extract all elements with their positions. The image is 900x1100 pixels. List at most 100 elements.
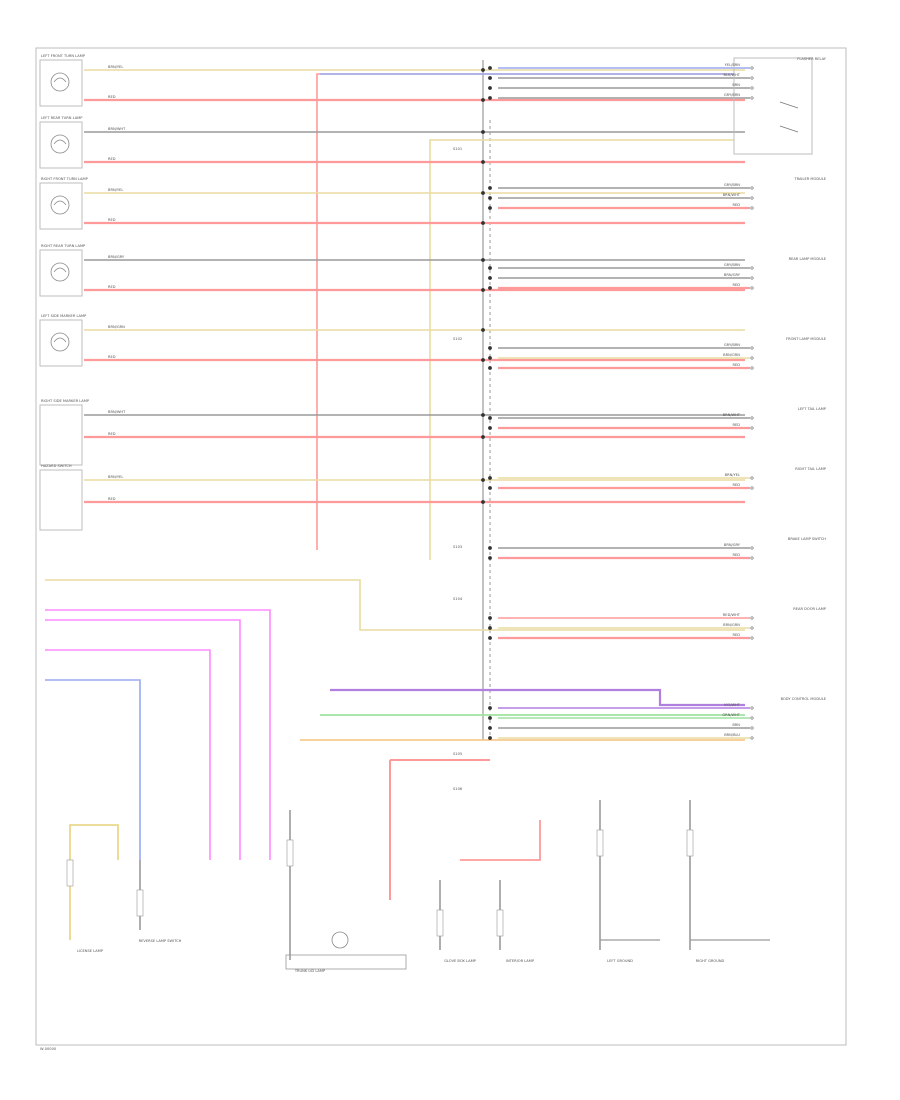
right-right-tail-lamp-pin-2 bbox=[750, 486, 754, 490]
left-left-side-marker-lamp-wire-2-code: RED bbox=[108, 355, 116, 359]
right-body-control-module-wire-2-code: GRN/WHT bbox=[722, 713, 740, 717]
right-rear-lamp-module-pin-1 bbox=[750, 266, 754, 270]
right-brake-lamp-switch-wire-1-code: BRN/GRY bbox=[724, 543, 741, 547]
right-rear-door-lamp-pin-1 bbox=[750, 616, 754, 620]
right-rear-door-lamp-label: REAR DOOR LAMP bbox=[793, 607, 827, 611]
left-left-rear-turn-lamp-wire-2-code: RED bbox=[108, 157, 116, 161]
right-front-lamp-module-wire-3-code: RED bbox=[732, 363, 740, 367]
splice-s106-label: S106 bbox=[453, 787, 463, 791]
left-left-rear-turn-lamp-wire-1-code: BRN/WHT bbox=[108, 127, 126, 131]
trunk-lid-lamp-housing bbox=[285, 954, 407, 970]
right-flasher-relay-splice-3 bbox=[488, 86, 492, 90]
right-rear-lamp-module-wire-1-code: GRY/BRN bbox=[724, 263, 740, 267]
bottom-interior-lamp-connector bbox=[496, 909, 504, 937]
left-right-side-marker-lamp-box bbox=[39, 404, 83, 466]
right-rear-lamp-module-splice-1 bbox=[488, 266, 492, 270]
right-trailer-module-wire-2-code: BRN/WHT bbox=[723, 193, 741, 197]
right-flasher-relay-wire-3-code: BRN bbox=[732, 83, 740, 87]
left-left-front-turn-lamp-lamp bbox=[50, 72, 70, 92]
bottom-reverse-lamp-switch-label: REVERSE LAMP SWITCH bbox=[139, 939, 182, 943]
left-right-side-marker-lamp-wire-2-code: RED bbox=[108, 432, 116, 436]
right-right-tail-lamp-pin-1 bbox=[750, 476, 754, 480]
right-body-control-module-wire-4-code: BRN/BLU bbox=[724, 733, 740, 737]
right-rear-door-lamp-splice-2 bbox=[488, 626, 492, 630]
right-left-tail-lamp-pin-1 bbox=[750, 416, 754, 420]
right-trailer-module-splice-3 bbox=[488, 206, 492, 210]
right-body-control-module-wire-1-code: VIO/WHT bbox=[724, 703, 741, 707]
left-left-rear-turn-lamp-lamp bbox=[50, 134, 70, 154]
bottom-license-lamp-connector bbox=[66, 859, 74, 887]
left-right-front-turn-lamp-filament bbox=[53, 200, 67, 206]
left-left-rear-turn-lamp-splice-2 bbox=[481, 160, 485, 164]
right-front-lamp-module-wire-1-code: GRY/BRN bbox=[724, 343, 740, 347]
right-brake-lamp-switch-splice-1 bbox=[488, 546, 492, 550]
right-right-tail-lamp-label: RIGHT TAIL LAMP bbox=[795, 467, 827, 471]
right-front-lamp-module-splice-2 bbox=[488, 356, 492, 360]
left-right-side-marker-lamp-splice-1 bbox=[481, 413, 485, 417]
left-right-rear-turn-lamp-label: RIGHT REAR TURN LAMP bbox=[41, 244, 86, 248]
left-left-rear-turn-lamp-splice-1 bbox=[481, 130, 485, 134]
left-left-side-marker-lamp-splice-2 bbox=[481, 358, 485, 362]
right-left-tail-lamp-wire-2-code: RED bbox=[732, 423, 740, 427]
right-flasher-relay-wire-1-code: YEL/BRN bbox=[725, 63, 741, 67]
left-right-side-marker-lamp-wire-1-code: BRN/WHT bbox=[108, 410, 126, 414]
left-left-side-marker-lamp-label: LEFT SIDE MARKER LAMP bbox=[41, 314, 87, 318]
left-right-rear-turn-lamp-splice-1 bbox=[481, 258, 485, 262]
right-right-tail-lamp-wire-1-code: BRN/YEL bbox=[725, 473, 740, 477]
left-hazard-switch-splice-1 bbox=[481, 478, 485, 482]
right-front-lamp-module-wire-2-code: BRN/GRN bbox=[723, 353, 740, 357]
right-rear-door-lamp-splice-3 bbox=[488, 636, 492, 640]
right-rear-lamp-module-pin-3 bbox=[750, 286, 754, 290]
left-left-front-turn-lamp-label: LEFT FRONT TURN LAMP bbox=[41, 54, 86, 58]
right-front-lamp-module-label: FRONT LAMP MODULE bbox=[786, 337, 827, 341]
bottom-right-ground-connector bbox=[686, 829, 694, 857]
right-trailer-module-wire-3-code: RED bbox=[732, 203, 740, 207]
right-right-tail-lamp-splice-1 bbox=[488, 476, 492, 480]
splice-s104-label: S104 bbox=[453, 597, 463, 601]
diagram-frame bbox=[35, 47, 847, 1046]
right-rear-lamp-module-wire-3-code: RED bbox=[732, 283, 740, 287]
trunk-lid-lamp-bulb bbox=[331, 931, 349, 949]
bottom-reverse-lamp-switch-connector bbox=[136, 889, 144, 917]
component-layer bbox=[39, 57, 813, 970]
left-right-front-turn-lamp-wire-1-code: BRN/YEL bbox=[108, 188, 123, 192]
left-right-side-marker-lamp-label: RIGHT SIDE MARKER LAMP bbox=[41, 399, 90, 403]
pink-feed-1 bbox=[45, 609, 271, 860]
right-right-tail-lamp-wire-2-code: RED bbox=[732, 483, 740, 487]
right-trailer-module-pin-2 bbox=[750, 196, 754, 200]
right-flasher-relay-label: FLASHER RELAY bbox=[797, 57, 827, 61]
splice-s102-label: S102 bbox=[453, 337, 462, 341]
right-body-control-module-wire-3-code: BRN bbox=[732, 723, 740, 727]
wire-layer bbox=[45, 60, 770, 960]
right-body-control-module-splice-4 bbox=[488, 736, 492, 740]
right-front-lamp-module-pin-3 bbox=[750, 366, 754, 370]
right-flasher-relay-wire-4-code: GRY/BRN bbox=[724, 93, 740, 97]
right-body-control-module-splice-1 bbox=[488, 706, 492, 710]
left-left-front-turn-lamp-filament bbox=[53, 77, 67, 83]
right-brake-lamp-switch-splice-2 bbox=[488, 556, 492, 560]
pink-feed-3 bbox=[45, 649, 211, 860]
right-body-control-module-label: BODY CONTROL MODULE bbox=[781, 697, 827, 701]
left-right-front-turn-lamp-label: RIGHT FRONT TURN LAMP bbox=[41, 177, 89, 181]
right-front-lamp-module-pin-1 bbox=[750, 346, 754, 350]
right-left-tail-lamp-wire-1-code: BRN/WHT bbox=[723, 413, 741, 417]
right-rear-door-lamp-wire-1-code: RED/WHT bbox=[723, 613, 741, 617]
left-left-side-marker-lamp-filament bbox=[53, 337, 67, 343]
right-rear-door-lamp-wire-2-code: BRN/GRN bbox=[723, 623, 740, 627]
right-brake-lamp-switch-wire-2-code: RED bbox=[732, 553, 740, 557]
right-front-lamp-module-pin-2 bbox=[750, 356, 754, 360]
bottom-trunk-lid-lamp-label: TRUNK LID LAMP bbox=[294, 969, 326, 973]
splice-s105-label: S105 bbox=[453, 752, 462, 756]
left-right-front-turn-lamp-box bbox=[39, 182, 83, 230]
flasher-relay-contacts bbox=[779, 101, 799, 133]
left-left-side-marker-lamp-lamp bbox=[50, 332, 70, 352]
right-trailer-module-pin-1 bbox=[750, 186, 754, 190]
left-left-rear-turn-lamp-filament bbox=[53, 139, 67, 145]
left-right-front-turn-lamp-lamp bbox=[50, 195, 70, 215]
diagram-footer-id: W-00000 bbox=[40, 1047, 57, 1051]
left-left-front-turn-lamp-splice-2 bbox=[481, 98, 485, 102]
right-trailer-module-splice-1 bbox=[488, 186, 492, 190]
right-flasher-relay-pin-1 bbox=[750, 66, 754, 70]
bottom-interior-lamp-label: INTERIOR LAMP bbox=[506, 959, 535, 963]
